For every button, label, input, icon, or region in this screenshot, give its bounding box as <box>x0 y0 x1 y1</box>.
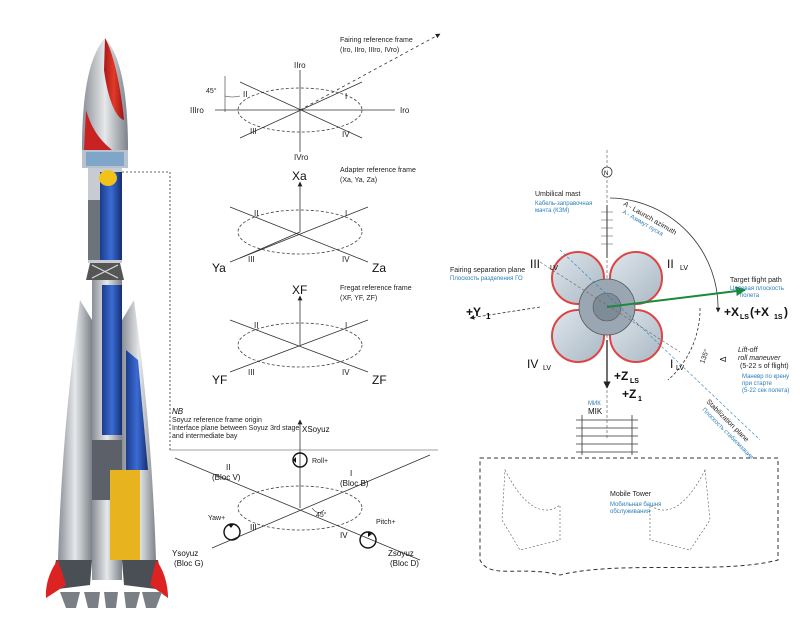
angle-135: 135° <box>698 348 711 365</box>
adapter-q1: I <box>345 209 347 218</box>
fregat-subtitle: (XF, YF, ZF) <box>340 295 377 302</box>
fairing-q4: IV <box>342 130 350 139</box>
adapter-reference-frame: Adapter reference frame (Xa, Ya, Za) Xa … <box>212 167 416 275</box>
target-flight-path-label: Target flight path <box>730 277 782 284</box>
liftoff-label-1: Lift-off <box>738 347 759 354</box>
soyuz-roll-label: Roll+ <box>312 458 328 465</box>
fregat-q3: III <box>248 368 255 377</box>
fregat-q4: IV <box>342 368 350 377</box>
q2-label: II <box>667 257 674 271</box>
fairing-subtitle: (Iro, IIro, IIIro, IVro) <box>340 47 399 54</box>
q3-sub: LV <box>550 265 558 272</box>
y1-axis-sub: 1 <box>486 312 491 321</box>
fairing-title: Fairing reference frame <box>340 37 413 44</box>
fregat-q1: I <box>345 321 347 330</box>
soyuz-rocket-illustration <box>45 38 168 608</box>
soyuz-angle: 45° <box>316 511 327 519</box>
fairing-axis-top: IIro <box>294 61 306 70</box>
fregat-y-axis: YF <box>212 373 227 387</box>
north-label: N <box>604 171 608 177</box>
fairing-sep-label: Fairing separation plane <box>450 267 525 274</box>
xls-axis-sub: LS <box>740 314 749 321</box>
zls-axis-label: +Z <box>614 369 628 383</box>
z1-axis-label: +Z <box>622 387 636 401</box>
adapter-q4: IV <box>342 255 350 264</box>
delta-label: Δ <box>719 356 728 362</box>
q4-label: IV <box>527 357 538 371</box>
fairing-reference-frame: Fairing reference frame (Iro, IIro, IIIr… <box>190 33 441 162</box>
xls-axis-label: +X <box>724 305 739 319</box>
fairing-sep-ru: Плоскость разделения ГО <box>450 276 523 282</box>
y1-axis-label: +Y <box>466 305 481 319</box>
liftoff-label-3: (5-22 s of flight) <box>740 363 789 370</box>
adapter-q3: III <box>248 255 255 264</box>
fregat-z-axis: ZF <box>372 373 387 387</box>
q2-sub: LV <box>680 265 688 272</box>
z1-axis-sub: 1 <box>638 396 642 403</box>
adapter-q2: II <box>254 209 258 218</box>
adapter-y-axis: Ya <box>212 261 226 275</box>
fregat-q2: II <box>254 321 258 330</box>
umbilical-mast-label: Umbilical mast <box>535 191 581 198</box>
liftoff-ru-2: при старте <box>742 381 773 387</box>
soyuz-bloc-g: (Bloc G) <box>174 559 204 568</box>
soyuz-note-3: and intermediate bay <box>172 433 238 440</box>
fairing-axis-right: Iro <box>400 106 410 115</box>
soyuz-nb: NB <box>172 407 184 416</box>
soyuz-note-1: Soyuz reference frame origin <box>172 417 262 424</box>
adapter-x-axis: Xa <box>292 169 307 183</box>
soyuz-pitch-label: Pitch+ <box>376 519 396 526</box>
soyuz-bloc-d: (Bloc D) <box>390 559 419 568</box>
target-flight-path-ru-2: полета <box>740 293 760 299</box>
soyuz-q1: I <box>350 469 352 478</box>
target-flight-path-ru-1: Целевая плоскость <box>730 286 784 292</box>
soyuz-q4: IV <box>340 531 348 540</box>
umbilical-mast-ru-2: мачта (КЗМ) <box>535 208 569 214</box>
fregat-x-axis: XF <box>292 283 307 297</box>
soyuz-q3: III <box>250 523 257 532</box>
soyuz-y-axis: Ysoyuz <box>172 549 198 558</box>
q4-sub: LV <box>543 365 551 372</box>
fregat-title: Fregat reference frame <box>340 285 412 292</box>
fairing-axis-bottom: IVro <box>294 153 309 162</box>
svg-text:): ) <box>784 305 788 319</box>
adapter-title: Adapter reference frame <box>340 167 416 174</box>
adapter-z-axis: Za <box>372 261 386 275</box>
xls2-axis-sub: 1S <box>774 314 783 321</box>
adapter-subtitle: (Xa, Ya, Za) <box>340 177 377 184</box>
liftoff-ru-1: Маневр по крену <box>742 374 789 380</box>
zls-axis-sub: LS <box>630 378 639 385</box>
soyuz-note-2: Interface plane between Soyuz 3rd stage <box>172 425 299 432</box>
mobile-tower-ru-1: Мобильная башня <box>610 502 661 508</box>
fairing-q1: I <box>345 92 347 101</box>
leader-line <box>122 171 171 450</box>
mik-label: MIK <box>588 407 603 416</box>
launch-pad-diagram: N Umbilical mast Кабель-заправочная мачт… <box>450 150 789 576</box>
fairing-q2: II <box>243 90 247 99</box>
soyuz-bloc-v: (Bloc V) <box>212 473 241 482</box>
soyuz-q2: II <box>226 463 230 472</box>
q3-label: III <box>530 257 540 271</box>
soyuz-x-axis: XSoyuz <box>302 425 330 434</box>
liftoff-ru-3: (5-22 сек полета) <box>742 388 789 394</box>
mobile-tower-label: Mobile Tower <box>610 491 652 498</box>
fregat-reference-frame: Fregat reference frame (XF, YF, ZF) XF Y… <box>212 283 412 387</box>
fairing-q3: III <box>250 127 257 136</box>
q1-sub: LV <box>676 365 684 372</box>
xls2-axis-label: (+X <box>750 305 769 319</box>
mik-ru-label: МИК <box>588 401 601 407</box>
fairing-angle: 45° <box>206 87 217 95</box>
mobile-tower-ru-2: обслуживания <box>610 509 650 515</box>
soyuz-reference-frame: NB Soyuz reference frame origin Interfac… <box>172 407 431 568</box>
soyuz-yaw-label: Yaw+ <box>208 515 225 522</box>
soyuz-z-axis: Zsoyuz <box>388 549 414 558</box>
q1-label: I <box>670 357 673 371</box>
fairing-axis-left: IIIro <box>190 106 204 115</box>
liftoff-label-2: roll maneuver <box>738 355 781 362</box>
umbilical-mast-ru-1: Кабель-заправочная <box>535 201 592 207</box>
soyuz-bloc-b: (Bloc B) <box>340 479 369 488</box>
